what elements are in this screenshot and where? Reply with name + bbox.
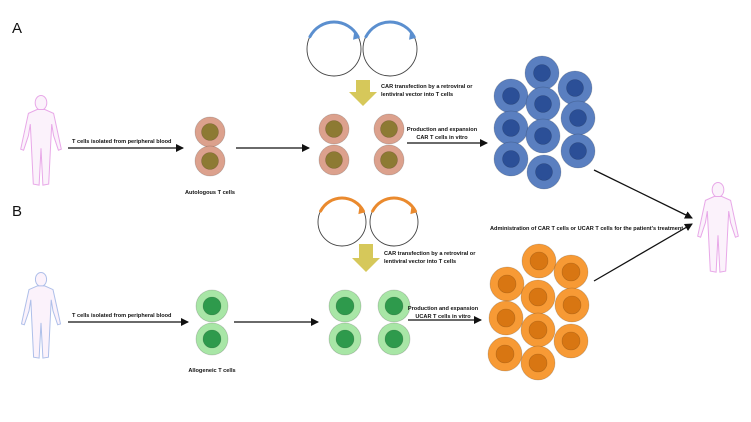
ucar-t-cell (520, 279, 556, 315)
ucar-t-cell (553, 254, 589, 290)
transfected-allogeneic-t-cells (328, 289, 411, 356)
car-t-cell (524, 55, 560, 91)
car-t-cell (560, 100, 596, 136)
car-t-cells-expanded (493, 55, 596, 190)
vector-plasmids-b-icon (317, 196, 419, 247)
arrow-administration-a (593, 169, 693, 219)
ucar-t-cell (520, 312, 556, 348)
production-label-a-line2: CAR T cells in vitro (416, 135, 468, 141)
t-cell (194, 116, 226, 148)
transfection-arrow-b-icon (352, 244, 380, 272)
t-cell (373, 113, 405, 145)
ucar-t-cell (489, 266, 525, 302)
ucar-t-cell (488, 300, 524, 336)
t-cell (195, 289, 229, 323)
arrow-administration-b (593, 223, 693, 282)
car-t-cell (526, 154, 562, 190)
donor-human-b-icon (20, 271, 62, 359)
ucar-t-cell (521, 243, 557, 279)
car-t-cell (525, 86, 561, 122)
transfection-label-b-line1: CAR transfection by a retroviral or (384, 251, 476, 257)
transfection-label-a-line2: lentiviral vector into T cells (381, 92, 453, 98)
production-label-b-line1: Production and expansion (408, 306, 479, 312)
panel-b-letter: B (12, 203, 22, 220)
transfection-label-b-line2: lentiviral vector into T cells (384, 259, 456, 265)
car-t-cell (557, 70, 593, 106)
t-cell (195, 322, 229, 356)
isolation-label-b: T cells isolated from peripheral blood (72, 313, 172, 319)
donor-human-a-icon (20, 94, 62, 186)
t-cell (377, 289, 411, 323)
panel-a-letter: A (12, 20, 22, 37)
t-cell (373, 144, 405, 176)
ucar-t-cells-expanded (487, 243, 590, 381)
administration-label: Administration of CAR T cells or UCAR T … (490, 226, 683, 232)
transfection-label-a-line1: CAR transfection by a retroviral or (381, 84, 473, 90)
ucar-t-cell (554, 287, 590, 323)
transfection-arrow-a-icon (349, 80, 377, 106)
ucar-t-cell (553, 323, 589, 359)
vector-plasmids-a-icon (306, 20, 418, 77)
car-t-cell (525, 118, 561, 154)
t-cell (318, 113, 350, 145)
ucar-t-cell (487, 336, 523, 372)
allogeneic-t-cells (195, 289, 229, 356)
patient-human-icon (697, 181, 739, 273)
t-cell (328, 289, 362, 323)
transfected-autologous-t-cells (318, 113, 405, 176)
production-label-a-line1: Production and expansion (407, 127, 478, 133)
production-label-b-line2: UCAR T cells in vitro (415, 314, 471, 320)
t-cell (318, 144, 350, 176)
allogeneic-cells-label: Allogeneic T cells (188, 368, 235, 374)
t-cell (194, 145, 226, 177)
car-t-cell (493, 78, 529, 114)
autologous-t-cells (194, 116, 226, 177)
t-cell (328, 322, 362, 356)
autologous-cells-label: Autologous T cells (185, 190, 235, 196)
isolation-label-a: T cells isolated from peripheral blood (72, 139, 172, 145)
car-t-cell (493, 141, 529, 177)
t-cell (377, 322, 411, 356)
car-t-cell (493, 110, 529, 146)
ucar-t-cell (520, 345, 556, 381)
car-t-cell (560, 133, 596, 169)
